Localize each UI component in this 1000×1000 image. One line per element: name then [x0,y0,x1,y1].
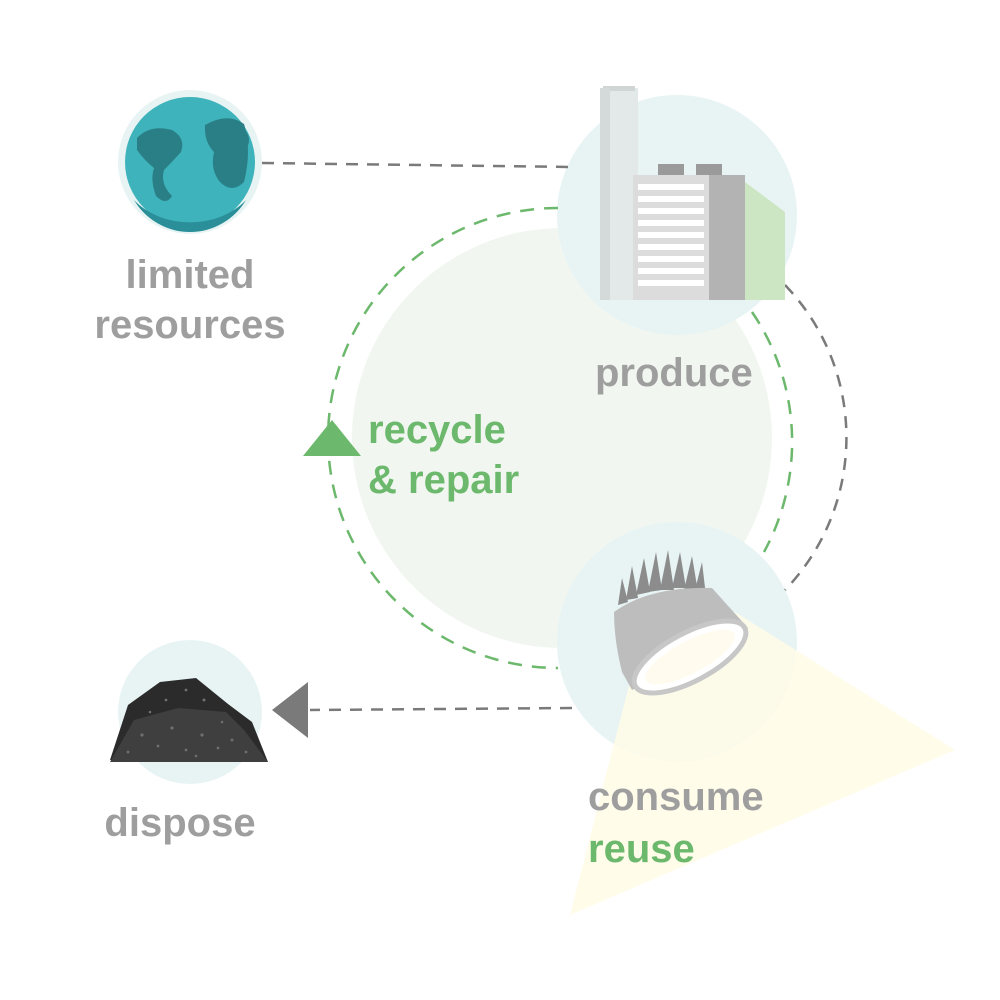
resources-label-line1: limited [125,253,255,297]
flow-line-resources-produce [261,161,573,169]
produce-label: produce [595,351,753,395]
lamp-icon [614,550,749,696]
factory-icon [600,86,785,300]
dispose-label: dispose [104,801,256,845]
resources-label-line2: resources [94,303,286,347]
recycle-label-line1: recycle [368,408,506,452]
flow-arc-produce-consume [784,284,848,591]
dispose-arrowhead [272,682,308,738]
recycle-label-line2: & repair [368,458,520,502]
recycle-arrowhead [303,420,361,456]
coal-pile-icon [110,678,268,762]
globe-icon [125,97,255,232]
flow-line-consume-dispose [309,706,573,712]
recycle-repair-label: recycle & repair [368,405,519,505]
reuse-label: reuse [588,827,695,871]
resources-label: limited resources [70,250,310,350]
recycle-loop-right [750,311,794,553]
consume-label: consume [588,775,764,819]
